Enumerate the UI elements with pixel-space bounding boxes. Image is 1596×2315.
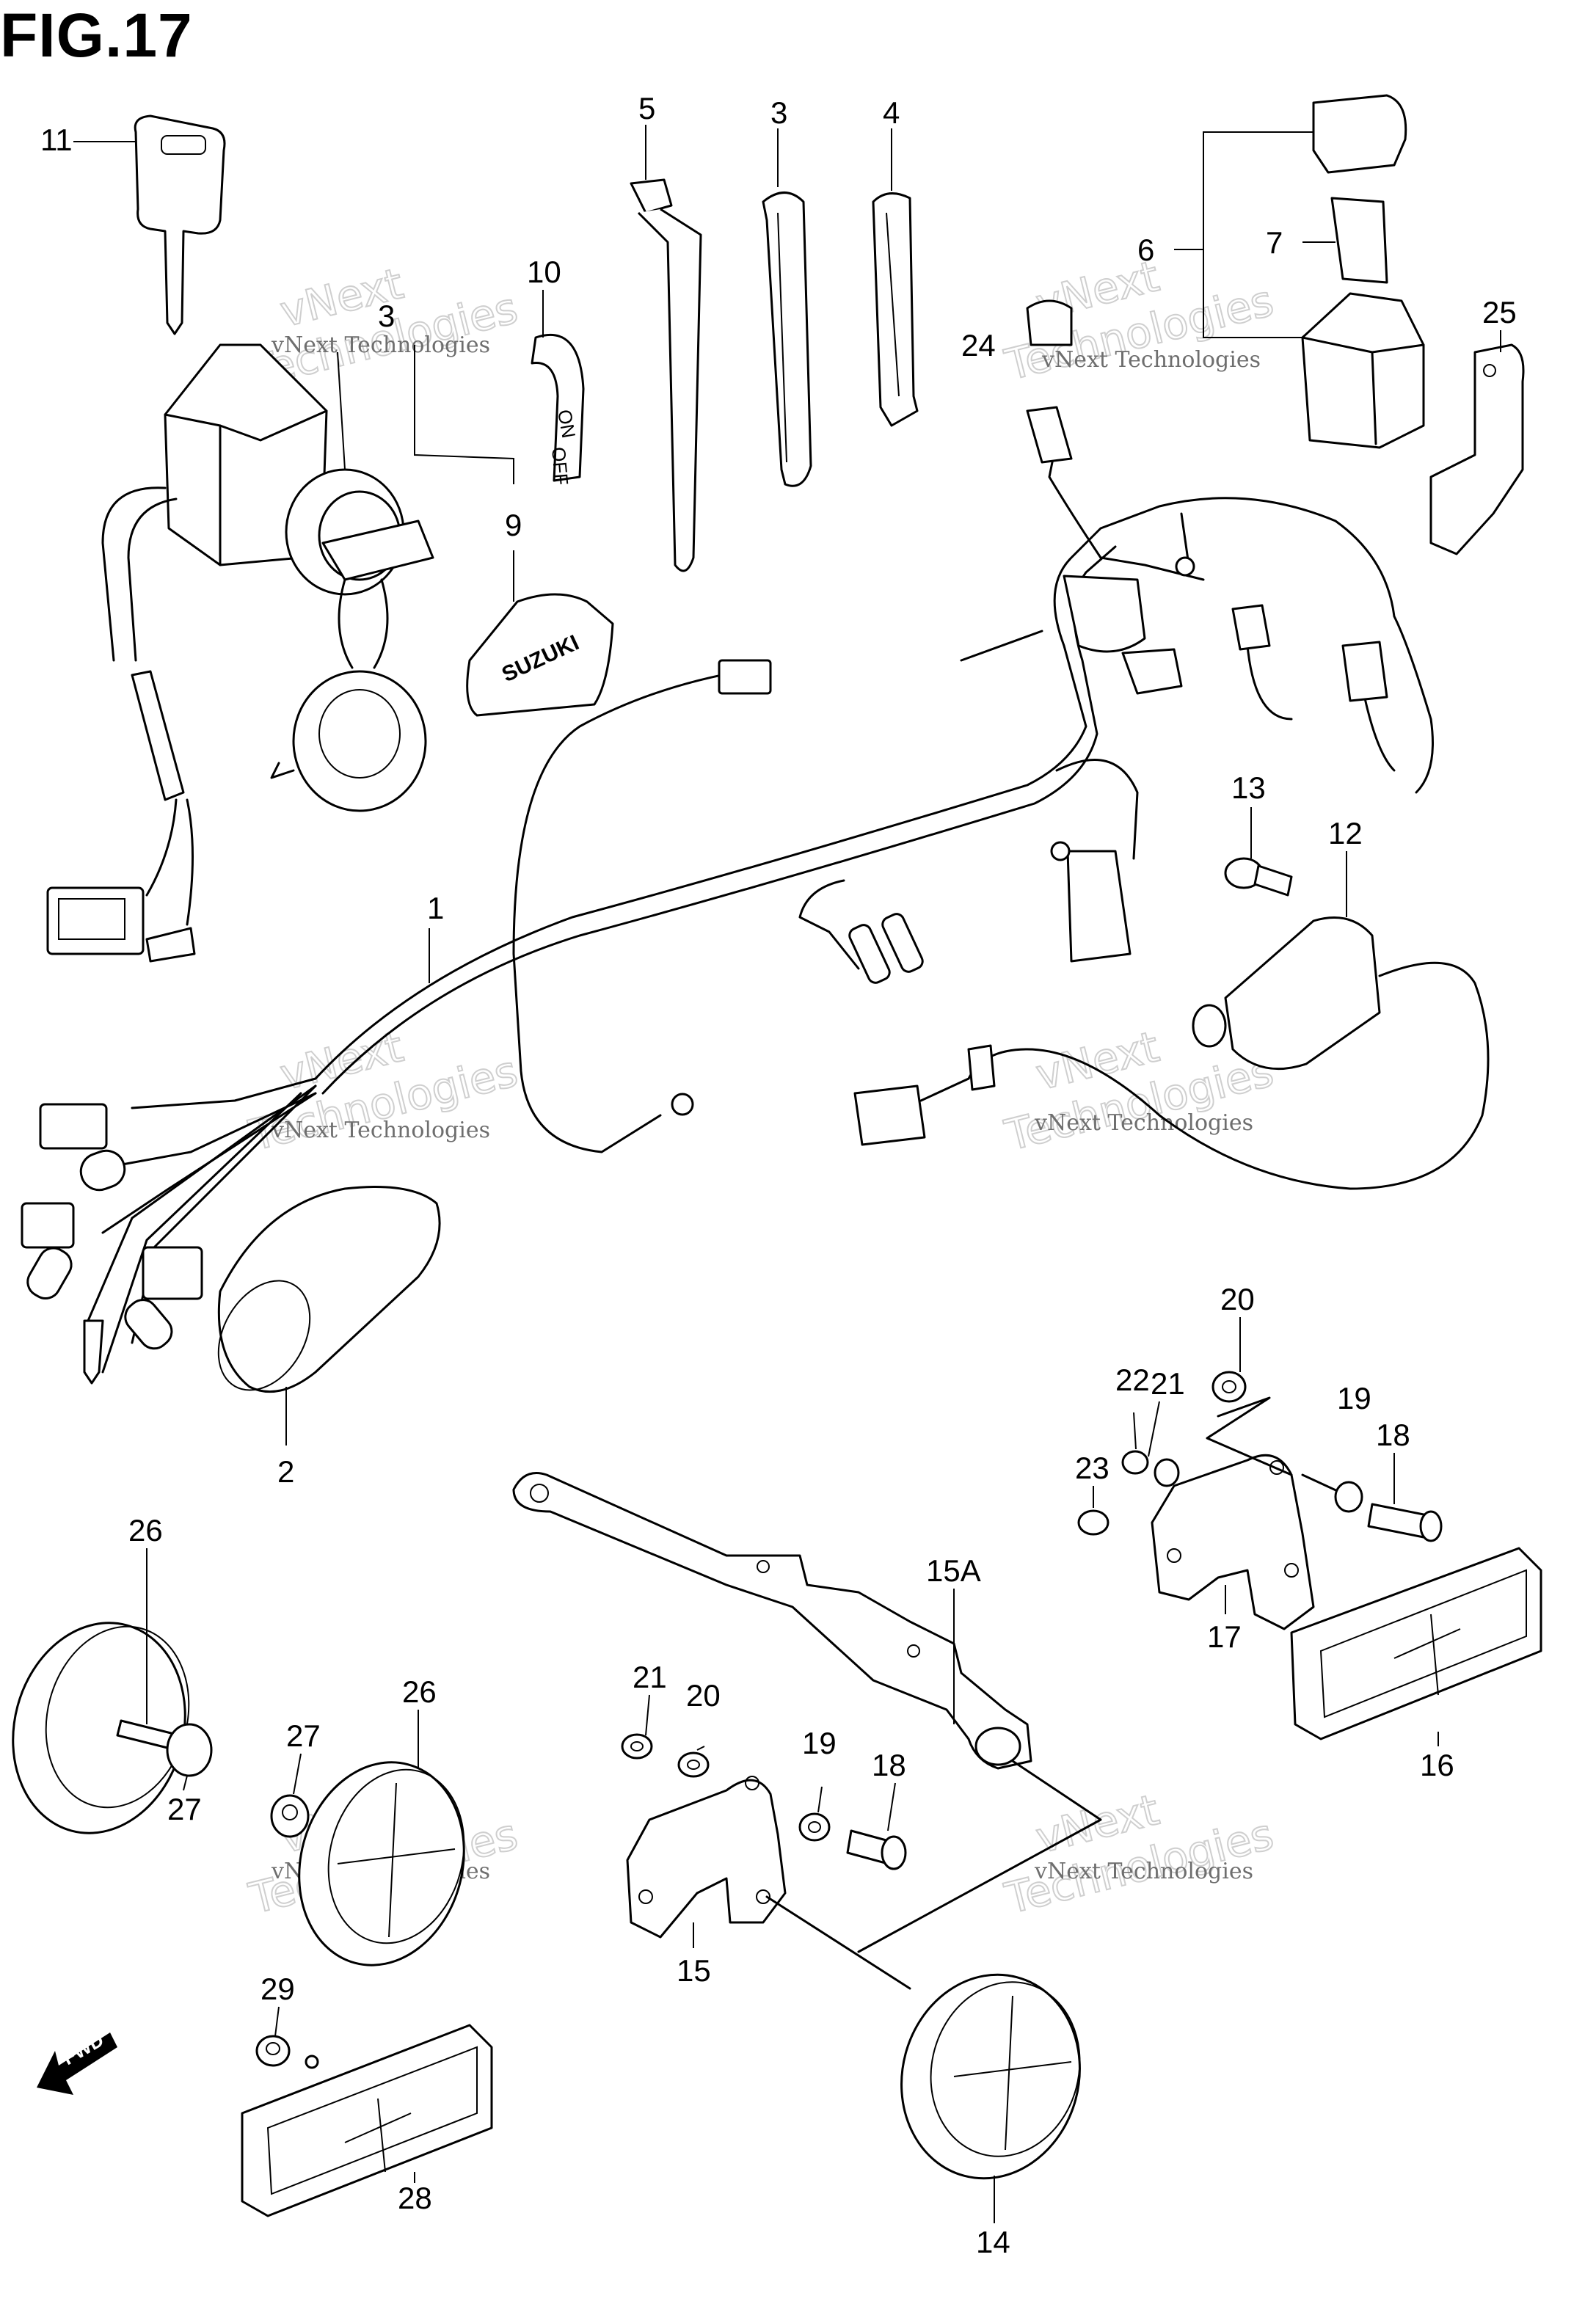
part-labels: 1 2 3 3 4 5 6 7 9 10 11 12 13 14 15 15A … <box>40 91 1517 2259</box>
reflector-26b-drawing <box>270 1761 465 1966</box>
part-label-27: 27 <box>286 1718 321 1753</box>
watermark: Technologies vNext vNext Technologies <box>999 1784 1279 1925</box>
reflector-26a-drawing <box>12 1622 213 1834</box>
svg-text:vNext Technologies: vNext Technologies <box>1041 347 1261 373</box>
switch-12-drawing <box>853 916 1490 1190</box>
part-label-28: 28 <box>398 2181 432 2215</box>
part-label-25: 25 <box>1482 295 1517 329</box>
key-drawing <box>134 114 226 335</box>
on-off-label-drawing: ON OFF <box>531 333 585 486</box>
grommet-24-drawing <box>1026 299 1073 346</box>
part-label-2: 2 <box>277 1454 294 1489</box>
svg-text:vNext Technologies: vNext Technologies <box>1034 1859 1253 1884</box>
part-label-23: 23 <box>1075 1451 1109 1485</box>
boot-cover-drawing <box>217 1186 441 1393</box>
part-label-15: 15 <box>677 1953 711 1988</box>
part-label-9: 9 <box>505 508 522 542</box>
bracket-17-drawing <box>1077 1371 1443 1630</box>
part-label-13: 13 <box>1231 770 1266 805</box>
switch-cover-drawing: SUZUKI <box>466 593 614 717</box>
part-label-20: 20 <box>1220 1282 1255 1316</box>
svg-text:ON: ON <box>553 408 580 440</box>
screw-13-drawing <box>1224 857 1293 897</box>
part-label-29: 29 <box>260 1972 295 2006</box>
reflector-14-drawing <box>900 1973 1081 2180</box>
part-label-7: 7 <box>1266 225 1283 260</box>
clamp-band-3-drawing <box>762 192 812 487</box>
reflector-16-drawing <box>1290 1547 1542 1740</box>
svg-text:vNext Technologies: vNext Technologies <box>271 1118 490 1143</box>
part-label-12: 12 <box>1328 816 1363 850</box>
svg-text:OFF: OFF <box>547 446 572 486</box>
part-label-3: 3 <box>770 95 787 130</box>
ignition-switch-drawing <box>46 343 434 963</box>
part-label-21: 21 <box>633 1660 667 1694</box>
part-label-1: 1 <box>427 891 444 925</box>
bracket-25-drawing <box>1429 343 1525 555</box>
bracket-15-drawing <box>621 1733 1102 1990</box>
part-label-20: 20 <box>686 1678 721 1713</box>
leader-lines <box>73 125 1501 2223</box>
wiring-harness-drawing <box>21 406 1434 1385</box>
relay-assembly-drawing <box>1301 94 1425 449</box>
part-label-18: 18 <box>1376 1418 1410 1452</box>
part-label-19: 19 <box>1337 1381 1371 1415</box>
part-label-17: 17 <box>1207 1619 1242 1654</box>
part-label-27: 27 <box>167 1792 202 1826</box>
reflector-28-drawing <box>241 2024 493 2217</box>
bracket-stay-15a-drawing <box>512 1472 1032 1770</box>
part-label-15a: 15A <box>926 1553 981 1588</box>
watermark: Technologies vNext vNext Technologies <box>244 1021 523 1162</box>
part-label-26: 26 <box>128 1513 163 1547</box>
fwd-arrow-icon: FWD <box>37 2029 117 2095</box>
part-label-22: 22 <box>1115 1363 1150 1397</box>
clamp-4-drawing <box>872 192 919 427</box>
part-label-11: 11 <box>40 123 73 157</box>
part-label-18: 18 <box>872 1748 906 1782</box>
part-label-6: 6 <box>1137 233 1154 267</box>
svg-text:vNext Technologies: vNext Technologies <box>271 332 490 358</box>
part-label-19: 19 <box>802 1726 837 1760</box>
part-label-4: 4 <box>883 95 900 130</box>
part-label-5: 5 <box>638 91 655 125</box>
part-label-3: 3 <box>378 299 395 333</box>
part-label-10: 10 <box>527 255 561 289</box>
part-label-24: 24 <box>961 328 996 362</box>
part-label-26: 26 <box>402 1674 437 1709</box>
svg-text:vNext Technologies: vNext Technologies <box>1034 1110 1253 1136</box>
part-label-21: 21 <box>1151 1366 1185 1401</box>
part-label-16: 16 <box>1420 1748 1454 1782</box>
cable-tie-5-drawing <box>630 178 702 572</box>
figure-title: FIG.17 <box>0 1 193 70</box>
part-label-14: 14 <box>976 2225 1010 2259</box>
